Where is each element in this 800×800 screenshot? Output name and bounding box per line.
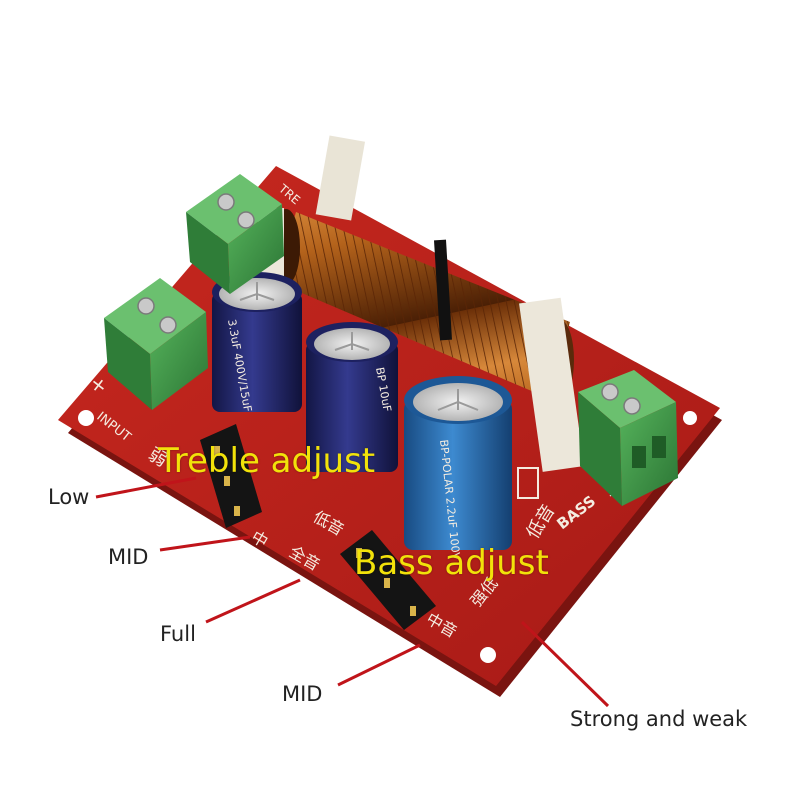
capacitor-2: BP 10uF — [306, 322, 398, 472]
terminal-block-input — [104, 278, 208, 410]
mounting-hole — [78, 410, 94, 426]
mid-upper-label: MID — [108, 545, 149, 569]
treble-adjust-label: Treble adjust — [158, 441, 376, 481]
mounting-hole — [683, 411, 697, 425]
pointer-mid-lower — [337, 643, 421, 687]
full-label: Full — [160, 622, 196, 646]
capacitor-3: BP-POLAR 2.2uF 100V — [404, 376, 512, 561]
low-label: Low — [48, 485, 90, 509]
mounting-hole — [480, 647, 496, 663]
screw-icon — [159, 316, 177, 334]
pointer-strong-weak — [520, 620, 610, 708]
bass-jumper-header — [340, 530, 436, 630]
mid-lower-label: MID — [282, 682, 323, 706]
pointer-mid-upper — [159, 535, 251, 552]
capacitor-1: 3.3uF 400V/15uF — [212, 272, 302, 413]
screw-icon — [623, 397, 641, 415]
terminal-block-bass — [578, 370, 678, 506]
coil-bracket-right — [519, 297, 585, 472]
pointer-low — [95, 476, 197, 499]
pointer-lines — [95, 476, 610, 708]
air-core-inductor — [258, 135, 585, 472]
silk-outline — [517, 467, 539, 499]
screw-icon — [601, 383, 619, 401]
terminal-block-top — [186, 174, 284, 294]
coil-band — [434, 239, 452, 341]
coil-bracket-left — [315, 135, 366, 221]
strong-weak-label: Strong and weak — [570, 707, 748, 731]
treble-jumper-header — [200, 424, 262, 528]
bass-adjust-label: Bass adjust — [354, 543, 549, 583]
screw-icon — [237, 211, 255, 229]
screw-icon — [217, 193, 235, 211]
screw-icon — [137, 297, 155, 315]
pointer-full — [205, 578, 301, 624]
